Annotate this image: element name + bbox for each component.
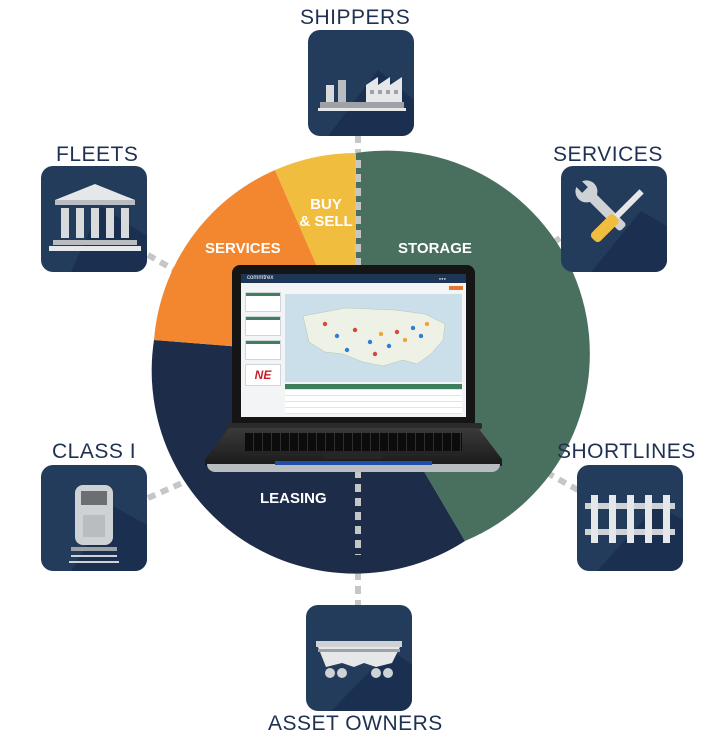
railroad-track-icon xyxy=(585,495,683,571)
laptop-touchpad xyxy=(323,452,383,459)
node-label-services: SERVICES xyxy=(553,143,663,166)
node-fleets xyxy=(41,166,147,272)
node-label-shippers: SHIPPERS xyxy=(300,6,411,29)
table-row xyxy=(285,390,462,396)
segment-label-services: SERVICES xyxy=(205,240,281,257)
map-landmass xyxy=(302,307,446,367)
segment-label-leasing: LEASING xyxy=(260,490,327,507)
sidebar-ad-logo: NE xyxy=(245,364,281,386)
sidebar-panel xyxy=(245,292,281,312)
node-shippers xyxy=(308,30,414,136)
laptop-base-edge xyxy=(207,464,500,472)
laptop-illustration: commtrex ●●● NE xyxy=(205,265,502,475)
bank-building-icon xyxy=(49,184,147,272)
app-results-table xyxy=(285,384,462,414)
us-map-graphic xyxy=(302,307,446,367)
hopper-railcar-icon xyxy=(316,641,412,711)
buy-sell-line-2: & SELL xyxy=(299,213,353,230)
app-map xyxy=(285,294,462,382)
node-shortlines xyxy=(577,465,683,571)
segment-label-storage: STORAGE xyxy=(398,240,472,257)
node-label-class-one: CLASS I xyxy=(52,440,137,463)
laptop-screen: commtrex ●●● NE xyxy=(241,274,466,417)
table-row xyxy=(285,396,462,402)
table-row xyxy=(285,408,462,414)
table-row xyxy=(285,402,462,408)
node-services xyxy=(561,166,667,272)
factory-icon xyxy=(318,70,414,136)
table-header-row xyxy=(285,384,462,390)
wrench-screwdriver-icon xyxy=(575,180,667,272)
node-label-asset-owners: ASSET OWNERS xyxy=(268,712,443,735)
locomotive-icon xyxy=(69,485,147,571)
node-label-shortlines: SHORTLINES xyxy=(557,440,696,463)
buy-sell-line-1: BUY xyxy=(310,196,342,213)
connector-fleets xyxy=(146,252,247,313)
sidebar-panel xyxy=(245,316,281,336)
laptop-lid: commtrex ●●● NE xyxy=(232,265,475,425)
laptop-keyboard xyxy=(245,433,462,451)
app-action-button xyxy=(449,286,463,290)
node-label-fleets: FLEETS xyxy=(56,143,139,166)
laptop-hinge xyxy=(225,423,482,429)
app-user-menu: ●●● xyxy=(438,276,446,281)
node-asset-owners xyxy=(306,605,412,711)
node-class-one xyxy=(41,465,147,571)
segment-label-buy-sell: BUY & SELL xyxy=(296,196,356,230)
app-header: commtrex ●●● xyxy=(241,274,466,283)
map-markers xyxy=(322,321,430,357)
sidebar-panel xyxy=(245,340,281,360)
laptop-base-stripe xyxy=(275,461,432,465)
app-sidebar: NE xyxy=(245,292,281,412)
app-logo: commtrex xyxy=(247,275,274,281)
